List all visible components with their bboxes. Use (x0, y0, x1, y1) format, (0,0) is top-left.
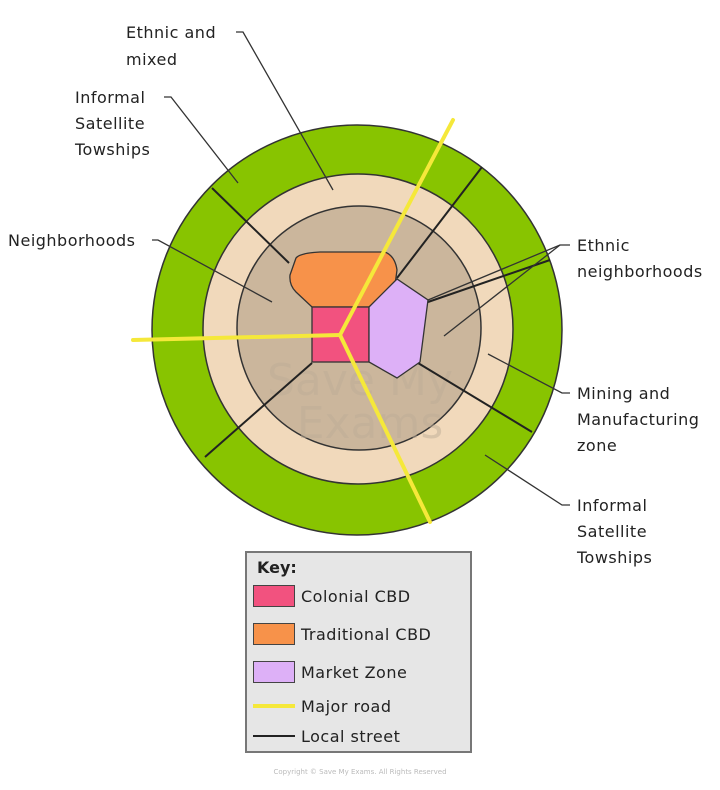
local-street-swatch (253, 735, 295, 737)
label-ethnic-neighborhoods: Ethnic neighborhoods (577, 236, 703, 281)
key-title: Key: (257, 558, 297, 577)
leader-ethnic-neighborhoods-2 (443, 244, 561, 337)
key-label: Market Zone (301, 662, 408, 682)
label-informal-bottom: Informal Satellite Towships (576, 496, 653, 567)
local-street (396, 166, 483, 279)
major-road (338, 118, 455, 337)
leader-mining (487, 353, 570, 394)
traditional-cbd-swatch (253, 623, 295, 645)
major-roads (131, 118, 455, 524)
key-item-local-street: Local street (253, 723, 400, 749)
key-label: Colonial CBD (301, 586, 411, 606)
market-zone-swatch (253, 661, 295, 683)
label-neighborhoods: Neighborhoods (8, 231, 136, 250)
key-item-market-zone: Market Zone (253, 659, 407, 685)
major-road (131, 333, 342, 342)
key-item-major-road: Major road (253, 693, 391, 719)
local-street (417, 362, 533, 433)
local-street (427, 259, 551, 303)
colonial-cbd-swatch (253, 585, 295, 607)
key-item-traditional-cbd: Traditional CBD (253, 621, 431, 647)
label-mining: Mining and Manufacturing zone (577, 384, 705, 455)
copyright: Copyright © Save My Exams. All Rights Re… (273, 768, 447, 776)
major-road (338, 333, 432, 524)
label-informal-top: Informal Satellite Towships (74, 88, 151, 159)
market-zone (368, 278, 429, 379)
local-street (211, 187, 290, 264)
major-road-swatch (253, 704, 295, 708)
traditional-cbd (289, 251, 398, 308)
key-legend: Key: Colonial CBD Traditional CBD Market… (245, 551, 472, 753)
leader-informal-top (164, 96, 239, 184)
watermark-2: Exams (297, 398, 444, 449)
local-streets (204, 166, 551, 458)
leader-ethnic-mixed (236, 31, 334, 191)
key-label: Major road (301, 696, 392, 716)
leader-neighborhoods (152, 239, 273, 303)
local-street (204, 362, 313, 458)
key-label: Local street (301, 726, 401, 746)
label-ethnic-mixed: Ethnic and mixed (126, 23, 222, 69)
key-item-colonial-cbd: Colonial CBD (253, 583, 411, 609)
leader-informal-bottom (484, 454, 570, 506)
key-label: Traditional CBD (301, 624, 432, 644)
